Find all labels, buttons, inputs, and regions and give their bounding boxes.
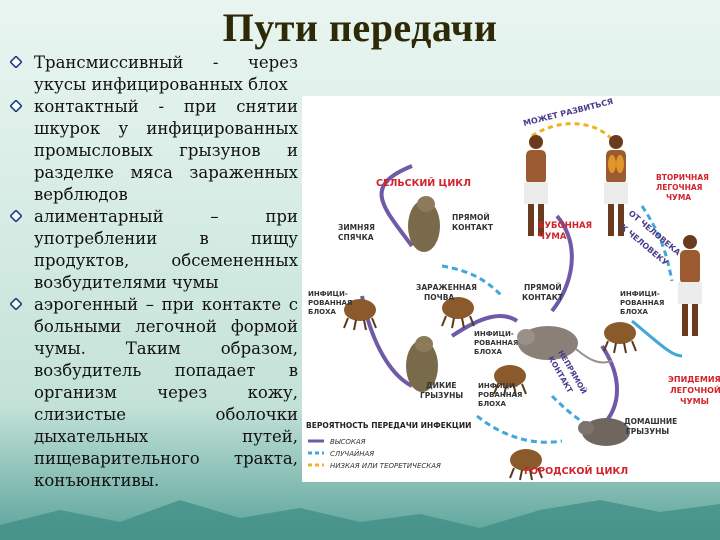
bubonic-plague-label: ЧУМА [538,232,567,242]
infected-flea-label: РОВАННАЯ [474,339,518,347]
infected-flea-label: ИНФИЦИ- [620,290,660,298]
hibernation-label: СПЯЧКА [338,233,374,242]
diamond-bullet-icon [10,210,22,222]
bubonic-plague-label: БУБОННАЯ [538,221,592,231]
secondary-pneumonic-label: ВТОРИЧНАЯ [656,173,709,182]
infected-flea-label: ИНФИЦИ- [478,382,518,390]
direct-contact-label: КОНТАКТ [452,223,494,232]
diamond-bullet-icon [10,100,22,112]
bullet-text: контактный - при снятии шкурок у инфицир… [34,97,298,204]
village-cycle-label: СЕЛЬСКИЙ ЦИКЛ [376,177,471,189]
infected-flea-label: ИНФИЦИ- [308,290,348,298]
direct-contact-label: КОНТАКТ [522,293,564,302]
infected-flea-label: БЛОХА [474,348,502,356]
infected-soil-label: ПОЧВА [424,293,454,302]
bullet-list: Трансмиссивный - через укусы инфицирован… [8,52,298,492]
legend-random-label: СЛУЧАЙНАЯ [330,449,374,458]
secondary-pneumonic-label: ЛЕГОЧНАЯ [656,183,703,192]
infected-flea-label: БЛОХА [308,308,336,316]
direct-contact-label: ПРЯМОЙ [524,283,562,292]
bullet-text: Трансмиссивный - через укусы инфицирован… [34,53,298,94]
legend-low-label: НИЗКАЯ ИЛИ ТЕОРЕТИЧЕСКАЯ [330,462,441,470]
infected-flea-label: РОВАННАЯ [620,299,664,307]
diamond-bullet-icon [10,298,22,310]
secondary-pneumonic-label: ЧУМА [666,193,691,202]
bullet-text: аэрогенный – при контакте с больными лег… [34,295,298,490]
bullet-item-aerogenic: аэрогенный – при контакте с больными лег… [8,294,298,492]
bullet-text: алиментарный – при употреблении в пищу п… [34,207,298,292]
legend-high-label: ВЫСОКАЯ [330,438,366,446]
infected-flea-label: БЛОХА [478,400,506,408]
slide-title: Пути передачи [0,4,720,51]
direct-contact-label: ПРЯМОЙ [452,213,490,222]
infected-soil-label: ЗАРАЖЕННАЯ [416,283,477,292]
hibernation-label: ЗИМНЯЯ [338,223,375,232]
infected-flea-label: РОВАННАЯ [308,299,352,307]
city-cycle-label: ГОРОДСКОЙ ЦИКЛ [524,465,628,477]
bullet-item-alimentary: алиментарный – при употреблении в пищу п… [8,206,298,294]
wild-rodents-label: ГРЫЗУНЫ [420,391,463,400]
infected-flea-label: ИНФИЦИ- [474,330,514,338]
epidemic-pneumonic-label: ЛЕГОЧНОЙ [670,384,720,395]
infected-flea-label: БЛОХА [620,308,648,316]
wild-rodents-label: ДИКИЕ [426,381,457,390]
domestic-rodents-label: ДОМАШНИЕ [624,417,677,426]
bullet-item-contact: контактный - при снятии шкурок у инфицир… [8,96,298,206]
domestic-rodents-label: ГРЫЗУНЫ [626,427,669,436]
epidemic-pneumonic-label: ЭПИДЕМИЯ [668,375,720,384]
infected-flea-label: РОВАННАЯ [478,391,522,399]
plague-transmission-diagram: МОЖЕТ РАЗВИТЬСЯ СЕЛЬСКИЙ ЦИКЛ ПРЯМОЙ КОН… [302,96,720,482]
legend-title: ВЕРОЯТНОСТЬ ПЕРЕДАЧИ ИНФЕКЦИИ [306,421,471,430]
diamond-bullet-icon [10,56,22,68]
epidemic-pneumonic-label: ЧУМЫ [680,397,709,406]
bullet-item-transmissive: Трансмиссивный - через укусы инфицирован… [8,52,298,96]
